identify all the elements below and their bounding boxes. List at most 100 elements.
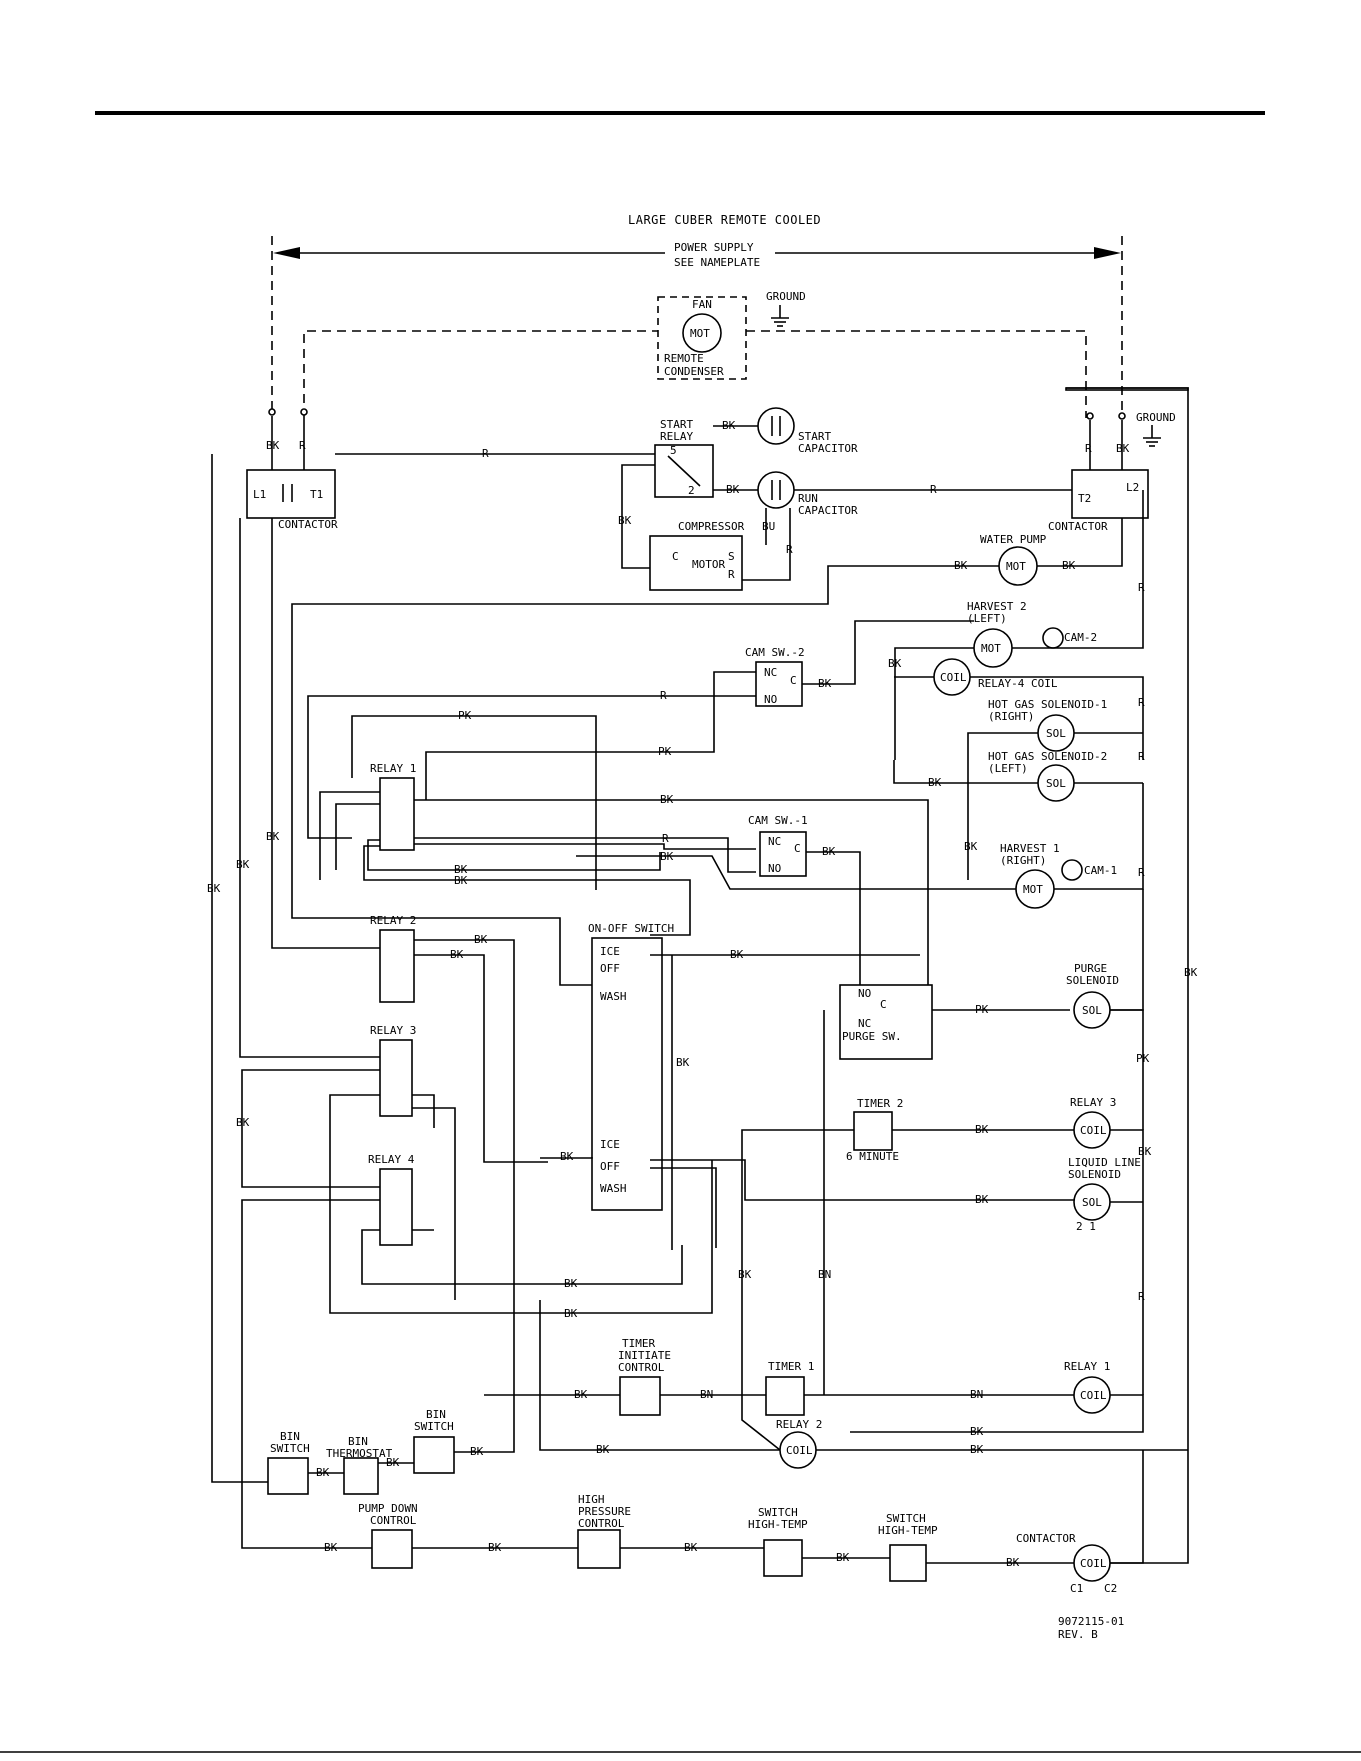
cam-switch-1: CAM SW.-1 NC C NO bbox=[748, 814, 808, 877]
svg-text:(LEFT): (LEFT) bbox=[967, 612, 1007, 625]
svg-text:BK: BK bbox=[454, 874, 468, 887]
svg-text:RELAY 2: RELAY 2 bbox=[776, 1418, 822, 1431]
svg-text:BK: BK bbox=[596, 1443, 610, 1456]
svg-text:OFF: OFF bbox=[600, 962, 620, 975]
svg-text:PURGE: PURGE bbox=[1074, 962, 1107, 975]
svg-text:BK: BK bbox=[488, 1541, 502, 1554]
svg-text:BK: BK bbox=[822, 845, 836, 858]
relay-1-coil: RELAY 1 COIL bbox=[1064, 1360, 1111, 1414]
svg-text:BK: BK bbox=[738, 1268, 752, 1281]
svg-text:NC: NC bbox=[764, 666, 777, 679]
svg-text:GROUND: GROUND bbox=[766, 290, 806, 303]
svg-text:BK: BK bbox=[954, 559, 968, 572]
svg-text:BK: BK bbox=[564, 1277, 578, 1290]
svg-text:BK: BK bbox=[618, 514, 632, 527]
document-number: 9072115-01 bbox=[1058, 1615, 1124, 1628]
svg-text:BK: BK bbox=[266, 830, 280, 843]
svg-text:OFF: OFF bbox=[600, 1160, 620, 1173]
svg-text:BN: BN bbox=[700, 1388, 713, 1401]
svg-text:CONTROL: CONTROL bbox=[618, 1361, 665, 1374]
svg-text:C: C bbox=[794, 842, 801, 855]
high-temp-switch-a: SWITCH HIGH-TEMP bbox=[748, 1506, 808, 1577]
svg-text:T1: T1 bbox=[310, 488, 323, 501]
svg-text:BK: BK bbox=[1184, 966, 1198, 979]
svg-text:BK: BK bbox=[964, 840, 978, 853]
svg-text:SWITCH: SWITCH bbox=[886, 1512, 926, 1525]
svg-text:R: R bbox=[786, 543, 793, 556]
svg-text:BK: BK bbox=[660, 850, 674, 863]
svg-text:NO: NO bbox=[764, 693, 777, 706]
svg-text:TIMER 2: TIMER 2 bbox=[857, 1097, 903, 1110]
svg-text:C1: C1 bbox=[1070, 1582, 1083, 1595]
svg-text:TIMER: TIMER bbox=[622, 1337, 655, 1350]
contactor-right: T2 L2 CONTACTOR bbox=[1048, 387, 1189, 1560]
liquid-line-solenoid: LIQUID LINE SOLENOID SOL 2 1 bbox=[1068, 1156, 1141, 1233]
svg-text:HIGH: HIGH bbox=[578, 1493, 605, 1506]
svg-text:COIL: COIL bbox=[786, 1444, 813, 1457]
svg-text:R: R bbox=[482, 447, 489, 460]
svg-text:R: R bbox=[1138, 696, 1145, 709]
svg-text:2 1: 2 1 bbox=[1076, 1220, 1096, 1233]
svg-text:BN: BN bbox=[970, 1388, 983, 1401]
svg-text:BK: BK bbox=[266, 439, 280, 452]
svg-text:2: 2 bbox=[688, 484, 695, 497]
high-temp-switch-b: SWITCH HIGH-TEMP bbox=[878, 1512, 938, 1582]
svg-text:SWITCH: SWITCH bbox=[758, 1506, 798, 1519]
high-pressure-control: HIGH PRESSURE CONTROL bbox=[577, 1493, 631, 1569]
svg-text:R: R bbox=[1138, 866, 1145, 879]
svg-text:COIL: COIL bbox=[1080, 1389, 1107, 1402]
svg-text:SOL: SOL bbox=[1082, 1004, 1102, 1017]
contactor-coil: CONTACTOR COIL C1 C2 bbox=[1016, 1532, 1117, 1595]
svg-text:ICE: ICE bbox=[600, 945, 620, 958]
relay-3-coil: RELAY 3 COIL bbox=[1070, 1096, 1116, 1149]
svg-text:5: 5 bbox=[670, 444, 677, 457]
svg-text:BK: BK bbox=[676, 1056, 690, 1069]
svg-text:HOT GAS SOLENOID-2: HOT GAS SOLENOID-2 bbox=[988, 750, 1107, 763]
svg-text:PK: PK bbox=[1136, 1052, 1150, 1065]
compressor: COMPRESSOR MOTOR C S R bbox=[649, 520, 745, 591]
svg-text:BK: BK bbox=[470, 1445, 484, 1458]
cam-switch-2: CAM SW.-2 NC C NO bbox=[745, 646, 805, 707]
revision-label: REV. B bbox=[1058, 1628, 1098, 1641]
svg-text:LIQUID LINE: LIQUID LINE bbox=[1068, 1156, 1141, 1169]
svg-text:BK: BK bbox=[386, 1456, 400, 1469]
svg-text:COIL: COIL bbox=[1080, 1124, 1107, 1137]
svg-text:RELAY: RELAY bbox=[660, 430, 693, 443]
svg-text:R: R bbox=[1138, 581, 1145, 594]
svg-text:BIN: BIN bbox=[426, 1408, 446, 1421]
svg-text:R: R bbox=[1138, 750, 1145, 763]
svg-text:RELAY 1: RELAY 1 bbox=[1064, 1360, 1110, 1373]
svg-text:S: S bbox=[728, 550, 735, 563]
relay-1-contacts: RELAY 1 bbox=[370, 762, 416, 851]
svg-text:FAN: FAN bbox=[692, 298, 712, 311]
svg-text:BK: BK bbox=[722, 419, 736, 432]
svg-text:HARVEST 2: HARVEST 2 bbox=[967, 600, 1027, 613]
on-off-switch[interactable]: ON-OFF SWITCH ICE OFF WASH ICE OFF WASH bbox=[588, 922, 674, 1211]
svg-text:R: R bbox=[1138, 1290, 1145, 1303]
svg-text:CAM-2: CAM-2 bbox=[1064, 631, 1097, 644]
run-capacitor: RUN CAPACITOR bbox=[757, 471, 858, 517]
svg-text:BK: BK bbox=[730, 948, 744, 961]
purge-switch: NO C NC PURGE SW. bbox=[839, 984, 933, 1060]
svg-text:ICE: ICE bbox=[600, 1138, 620, 1151]
svg-text:START: START bbox=[798, 430, 831, 443]
purge-solenoid: PURGE SOLENOID SOL bbox=[1066, 962, 1119, 1029]
water-pump: WATER PUMP MOT bbox=[980, 533, 1047, 586]
svg-text:BK: BK bbox=[1062, 559, 1076, 572]
svg-text:BIN: BIN bbox=[348, 1435, 368, 1448]
start-relay: START RELAY 5 2 bbox=[654, 418, 714, 498]
svg-text:WASH: WASH bbox=[600, 1182, 627, 1195]
diagram-title: LARGE CUBER REMOTE COOLED bbox=[628, 213, 821, 227]
svg-text:R: R bbox=[299, 439, 306, 452]
svg-text:HIGH-TEMP: HIGH-TEMP bbox=[748, 1518, 808, 1531]
svg-text:NO: NO bbox=[858, 987, 871, 1000]
svg-text:C: C bbox=[880, 998, 887, 1011]
svg-text:GROUND: GROUND bbox=[1136, 411, 1176, 424]
svg-text:START: START bbox=[660, 418, 693, 431]
svg-text:BK: BK bbox=[236, 858, 250, 871]
svg-text:C2: C2 bbox=[1104, 1582, 1117, 1595]
svg-text:NC: NC bbox=[768, 835, 781, 848]
svg-text:HARVEST 1: HARVEST 1 bbox=[1000, 842, 1060, 855]
ground-icon: GROUND bbox=[766, 290, 806, 327]
